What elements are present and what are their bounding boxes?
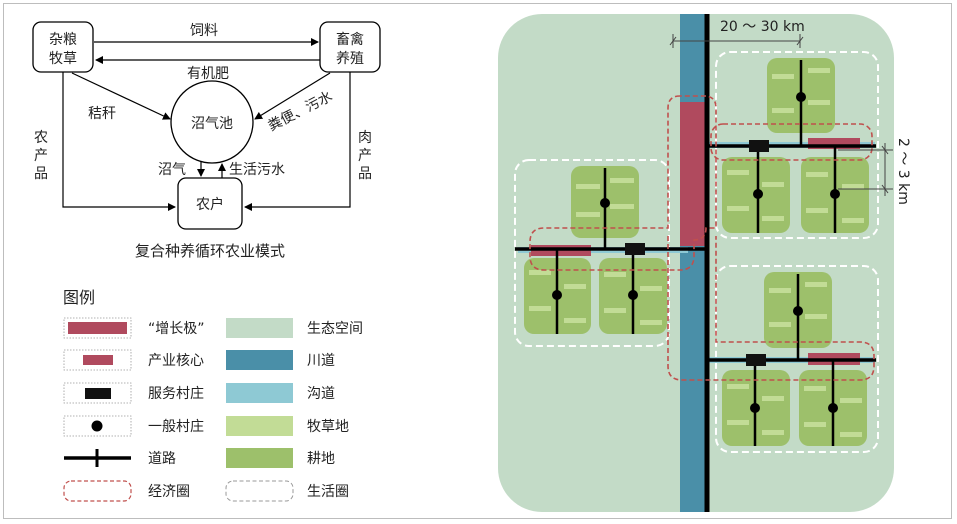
manure-arrow [254, 72, 331, 120]
agri-product-arrow [62, 72, 176, 211]
dimension-horizontal [669, 34, 804, 48]
agri-label-1: 农 [34, 130, 48, 146]
crops-label-2: 牧草 [49, 51, 77, 67]
legend-living-circle-swatch [225, 480, 294, 502]
legend-label-village: 一般村庄 [148, 418, 204, 435]
dimension-label-bg [716, 16, 804, 34]
economic-circle-west [529, 95, 717, 271]
legend-label-farmland: 耕地 [307, 450, 335, 467]
legend-village-dot [91, 420, 103, 432]
legend-label-channel: 沟道 [307, 386, 335, 402]
meat-label-2: 产 [358, 148, 372, 164]
legend-label-industry-core: 产业核心 [148, 353, 204, 369]
legend-growth-pole-swatch [68, 322, 127, 334]
legend-economic-circle-swatch [63, 480, 132, 502]
industry-core-top-right [808, 138, 860, 149]
legend-channel-swatch [226, 383, 293, 403]
feed-label: 饲料 [190, 23, 218, 39]
pasture-strips-bottom-right [727, 282, 862, 437]
legend-label-river: 川道 [307, 353, 335, 369]
legend-label-road: 道路 [148, 451, 176, 467]
legend-label-living-circle: 生活圈 [307, 484, 349, 500]
legend-farmland-swatch [226, 448, 293, 468]
legend-industry-core-swatch [83, 355, 113, 365]
service-village-left [625, 243, 645, 255]
legend-label-pasture: 牧草地 [307, 419, 349, 435]
economic-circles [529, 95, 875, 381]
straw-label: 秸秆 [88, 106, 116, 122]
straw-arrow [71, 72, 171, 120]
farmer-label: 农户 [196, 196, 224, 213]
economic-circle-north-road [710, 123, 873, 161]
gas-label: 沼气 [158, 162, 186, 178]
meat-label-3: 品 [358, 166, 372, 182]
manure-label: 粪便、污水 [266, 89, 336, 135]
living-circle-top-right [715, 51, 879, 239]
meat-product-arrow [244, 72, 351, 211]
legend-label-economic-circle: 经济圈 [148, 484, 190, 500]
biogas-label: 沼气池 [191, 116, 233, 132]
fertilizer-label: 有机肥 [187, 66, 229, 82]
dimension-vertical-label: 2 ～ 3 km [895, 138, 911, 205]
agri-label-2: 产 [34, 148, 48, 164]
agri-label-3: 品 [34, 166, 48, 182]
flow-diagram: 杂粮 牧草 畜禽 养殖 沼气池 农户 饲料 有机肥 秸秆 粪便、污水 农 产 品… [32, 21, 381, 260]
farmer-node [177, 177, 243, 230]
meat-label-1: 肉 [358, 130, 372, 146]
flow-caption: 复合种养循环农业模式 [135, 242, 285, 260]
dimension-horizontal-label: 20 ～ 30 km [720, 19, 805, 35]
livestock-label-2: 养殖 [336, 50, 364, 67]
legend: 图例 “增长极” 产业核心 服务村庄 一般村庄 道路 经济圈 生态空间 川道 沟… [63, 288, 363, 502]
spatial-map: 20 ～ 30 km 2 ～ 3 km [498, 14, 911, 512]
legend-label-service-village: 服务村庄 [148, 385, 204, 402]
wastewater-label: 生活污水 [229, 162, 285, 178]
service-village-bottom-right [746, 354, 766, 366]
figure-frame [3, 3, 952, 519]
general-villages [552, 92, 840, 413]
pasture-strips-top-right [727, 68, 864, 223]
economic-circle-south [667, 236, 875, 381]
legend-service-village-swatch [85, 388, 111, 399]
biogas-node [170, 80, 254, 164]
legend-label-ecological: 生态空间 [307, 321, 363, 337]
legend-river-swatch [226, 350, 293, 370]
legend-ecological-swatch [226, 318, 293, 338]
legend-pasture-swatch [226, 416, 293, 436]
crops-label-1: 杂粮 [49, 32, 77, 48]
growth-pole [680, 102, 707, 246]
pasture-strips-left [529, 178, 662, 325]
legend-title: 图例 [63, 288, 95, 307]
legend-label-growth-pole: “增长极” [148, 321, 205, 337]
livestock-label-1: 畜禽 [336, 31, 364, 48]
living-circle-bottom-right [715, 265, 879, 453]
dimension-vertical [838, 143, 893, 196]
service-village-top-right [749, 140, 769, 152]
